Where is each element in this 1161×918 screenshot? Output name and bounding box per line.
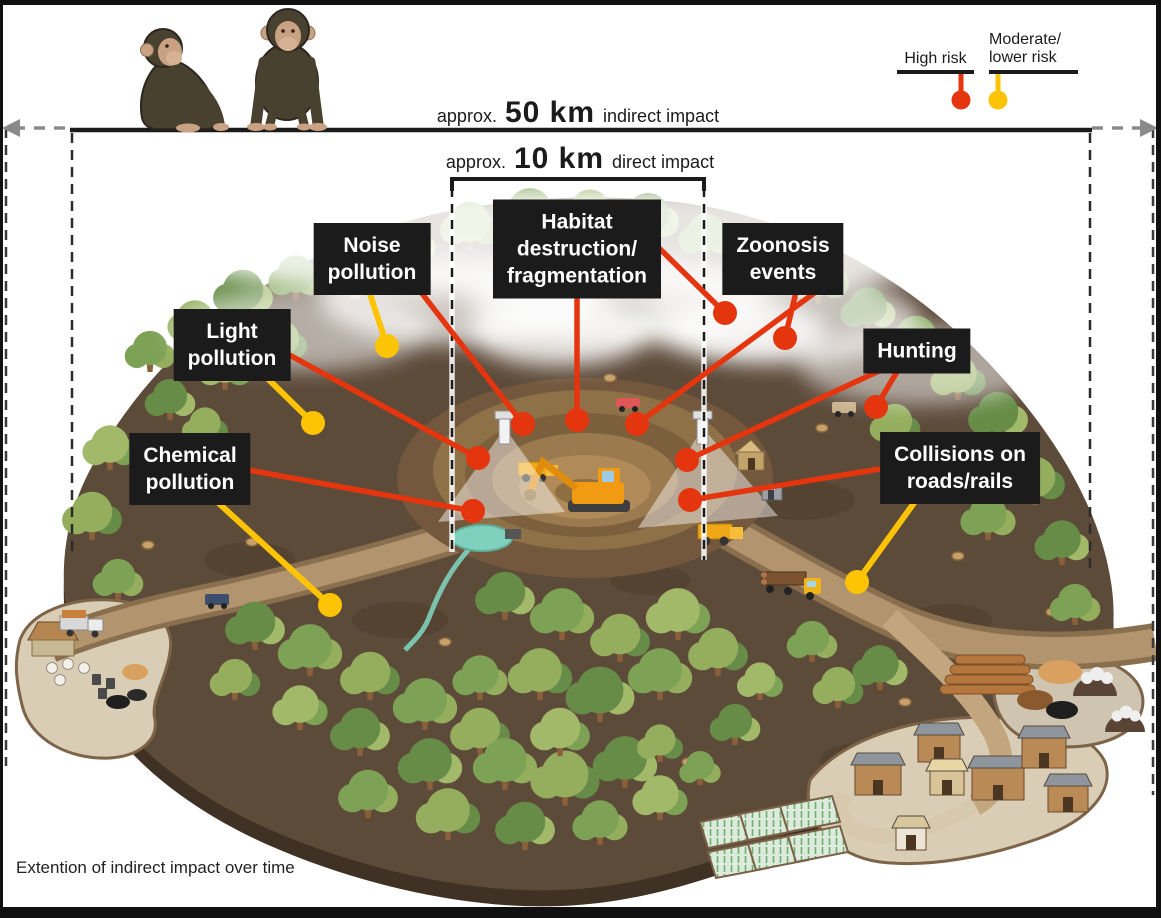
- scale-value: 50 km: [504, 96, 596, 129]
- excavator-icon: [524, 456, 630, 512]
- chimpanzee-standing-icon: [247, 8, 327, 131]
- barrels-icon: [92, 674, 115, 699]
- frame-border: [0, 0, 3, 918]
- log-piles: [939, 654, 1145, 732]
- floodlights: [438, 410, 783, 528]
- woodchips-icon: [122, 664, 148, 680]
- mining-machinery: [517, 456, 743, 546]
- logging-camp: [27, 610, 148, 709]
- scale-suffix: direct impact: [612, 152, 715, 172]
- frame-border: [0, 907, 1161, 918]
- high-risk-connectors: [247, 245, 901, 514]
- arrow-left-icon: [2, 119, 20, 137]
- scale-suffix: indirect impact: [603, 106, 720, 126]
- bags-icon: [46, 658, 90, 686]
- scale-10km-label: approx. 10 km direct impact: [446, 142, 714, 176]
- logging-truck-icon: [761, 571, 821, 600]
- dump-truck-icon: [697, 523, 743, 546]
- charcoal-pile-icon: [106, 695, 130, 709]
- label-hunting: Hunting: [863, 328, 971, 374]
- hut-icon: [732, 439, 766, 471]
- label-habitat-destruction: Habitat destruction/ fragmentation: [492, 199, 662, 299]
- legend-high-risk-label: High risk: [904, 50, 967, 67]
- charcoal-kilns-icon: [1073, 667, 1145, 732]
- frame-border: [0, 0, 1161, 5]
- crop-fields: [698, 794, 850, 880]
- vehicles: [205, 398, 856, 609]
- label-light-pollution: Light pollution: [173, 309, 291, 381]
- water-pump-icon: [505, 529, 521, 539]
- chimpanzee-sitting-icon: [140, 28, 229, 133]
- car-icon: [616, 398, 640, 412]
- scale-10km-bracket: [450, 177, 706, 191]
- legend-high-risk-bar: [897, 70, 974, 74]
- footer-note: Extention of indirect impact over time: [16, 858, 295, 877]
- legend-moderate-risk-bar: [989, 70, 1078, 74]
- scale-prefix: approx.: [445, 152, 506, 172]
- pond: [403, 524, 521, 652]
- label-collisions: Collisions on roads/rails: [880, 432, 1040, 504]
- chimpanzees-illustration: [140, 8, 327, 133]
- frame-border: [1156, 0, 1161, 918]
- label-noise-pollution: Noise pollution: [313, 223, 431, 295]
- legend-high-risk-marker: [951, 74, 971, 110]
- moderate-risk-dots: [301, 334, 869, 617]
- legend-moderate-risk-label: Moderate/ lower risk: [989, 31, 1062, 66]
- jeep-icon: [205, 594, 229, 609]
- arrow-right-icon: [1140, 119, 1158, 137]
- scale-value: 10 km: [513, 142, 605, 175]
- label-zoonosis-events: Zoonosis events: [722, 223, 844, 295]
- high-risk-dots: [461, 301, 888, 523]
- village-houses: [850, 722, 1093, 851]
- scale-50km-label: approx. 50 km indirect impact: [437, 96, 719, 130]
- pickup-icon: [832, 402, 856, 417]
- scale-prefix: approx.: [436, 106, 497, 126]
- moderate-risk-connectors: [210, 287, 922, 608]
- scale-50km-line: [2, 119, 1158, 137]
- legend-moderate-risk-marker: [988, 74, 1008, 110]
- label-chemical-pollution: Chemical pollution: [129, 433, 251, 505]
